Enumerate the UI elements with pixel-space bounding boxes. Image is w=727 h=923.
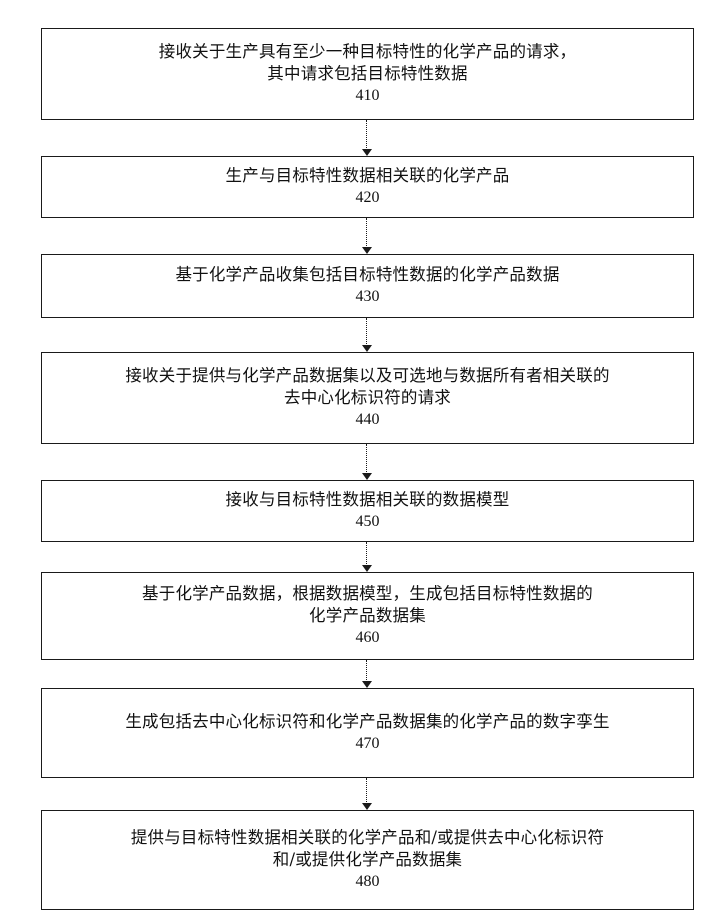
step-410-line-2: 其中请求包括目标特性数据 bbox=[267, 63, 467, 85]
step-460-box: 基于化学产品数据，根据数据模型，生成包括目标特性数据的 化学产品数据集 460 bbox=[41, 572, 694, 660]
step-440-box: 接收关于提供与化学产品数据集以及可选地与数据所有者相关联的 去中心化标识符的请求… bbox=[41, 352, 694, 444]
step-460-line-2: 化学产品数据集 bbox=[309, 605, 426, 627]
step-440-number: 440 bbox=[356, 409, 380, 431]
step-410-number: 410 bbox=[356, 85, 380, 107]
step-430-line-1: 基于化学产品收集包括目标特性数据的化学产品数据 bbox=[175, 264, 559, 286]
step-430-box: 基于化学产品收集包括目标特性数据的化学产品数据 430 bbox=[41, 254, 694, 318]
step-460-line-1: 基于化学产品数据，根据数据模型，生成包括目标特性数据的 bbox=[142, 583, 593, 605]
step-450-number: 450 bbox=[356, 511, 380, 533]
flow-arrow-460-470 bbox=[362, 660, 372, 688]
flow-arrow-410-420 bbox=[362, 120, 372, 156]
flow-arrow-470-480 bbox=[362, 778, 372, 810]
step-410-box: 接收关于生产具有至少一种目标特性的化学产品的请求， 其中请求包括目标特性数据 4… bbox=[41, 28, 694, 120]
step-440-line-2: 去中心化标识符的请求 bbox=[284, 387, 451, 409]
flow-arrow-420-430 bbox=[362, 218, 372, 254]
step-480-box: 提供与目标特性数据相关联的化学产品和/或提供去中心化标识符 和/或提供化学产品数… bbox=[41, 810, 694, 910]
step-420-line-1: 生产与目标特性数据相关联的化学产品 bbox=[226, 165, 510, 187]
step-450-box: 接收与目标特性数据相关联的数据模型 450 bbox=[41, 480, 694, 542]
step-420-box: 生产与目标特性数据相关联的化学产品 420 bbox=[41, 156, 694, 218]
step-450-line-1: 接收与目标特性数据相关联的数据模型 bbox=[226, 489, 510, 511]
step-430-number: 430 bbox=[356, 286, 380, 308]
flow-arrow-430-440 bbox=[362, 318, 372, 352]
step-470-number: 470 bbox=[356, 733, 380, 755]
step-440-line-1: 接收关于提供与化学产品数据集以及可选地与数据所有者相关联的 bbox=[125, 365, 609, 387]
step-480-line-1: 提供与目标特性数据相关联的化学产品和/或提供去中心化标识符 bbox=[131, 827, 604, 849]
step-460-number: 460 bbox=[356, 627, 380, 649]
step-420-number: 420 bbox=[356, 187, 380, 209]
step-480-line-2: 和/或提供化学产品数据集 bbox=[273, 849, 462, 871]
step-470-box: 生成包括去中心化标识符和化学产品数据集的化学产品的数字孪生 470 bbox=[41, 688, 694, 778]
step-480-number: 480 bbox=[356, 871, 380, 893]
step-410-line-1: 接收关于生产具有至少一种目标特性的化学产品的请求， bbox=[159, 41, 577, 63]
step-470-line-1: 生成包括去中心化标识符和化学产品数据集的化学产品的数字孪生 bbox=[125, 711, 609, 733]
flow-arrow-450-460 bbox=[362, 542, 372, 572]
flow-arrow-440-450 bbox=[362, 444, 372, 480]
